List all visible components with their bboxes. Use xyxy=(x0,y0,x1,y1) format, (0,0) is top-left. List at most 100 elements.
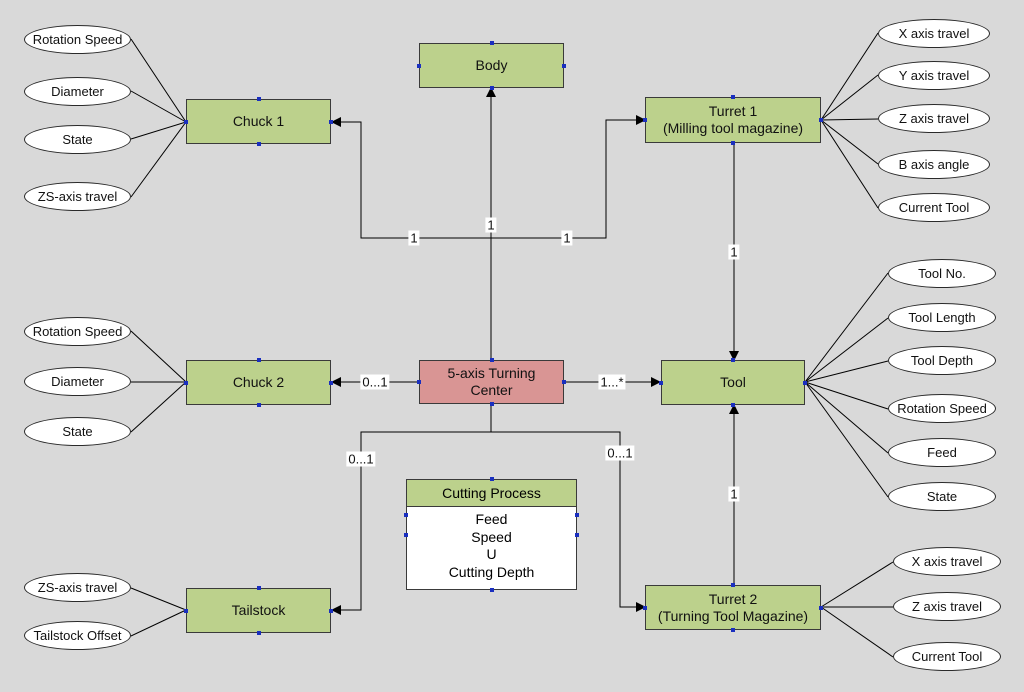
attr-tailstock-zs-axis-travel[interactable]: ZS-axis travel xyxy=(24,573,131,602)
attr-turret1-b-axis-angle[interactable]: B axis angle xyxy=(878,150,990,179)
connection-handle xyxy=(489,358,494,362)
multiplicity-body: 1 xyxy=(485,217,497,233)
connection-handle xyxy=(404,513,408,517)
connection-handle xyxy=(562,380,566,384)
attr-link xyxy=(130,121,187,140)
link-center-turret1 xyxy=(491,115,646,239)
attr-turret1-z-axis-travel[interactable]: Z axis travel xyxy=(878,104,990,133)
cutting-process-attr: Speed xyxy=(471,528,512,545)
connection-handle xyxy=(659,380,663,385)
attr-turret2-current-tool[interactable]: Current Tool xyxy=(893,642,1001,671)
entity-turret-2-label-line1: Turret 2 xyxy=(708,590,758,607)
entity-turret-1-label-line1: Turret 1 xyxy=(708,103,758,119)
entity-turret-1-label-line2: (Milling tool magazine) xyxy=(662,120,804,136)
connection-handle xyxy=(731,358,735,362)
connection-handle xyxy=(489,477,494,481)
entity-chuck-2-label: Chuck 2 xyxy=(232,374,285,390)
attr-tool-feed[interactable]: Feed xyxy=(888,438,996,467)
attr-tool-depth[interactable]: Tool Depth xyxy=(888,346,996,375)
multiplicity-turret2: 0...1 xyxy=(605,445,635,461)
connection-handle xyxy=(329,380,333,385)
attr-chuck2-state[interactable]: State xyxy=(24,417,131,446)
attr-link xyxy=(804,381,889,454)
cutting-process-attr: Cutting Depth xyxy=(448,563,535,580)
attr-chuck1-rotation-speed[interactable]: Rotation Speed xyxy=(24,25,131,54)
connection-handle xyxy=(256,586,261,590)
entity-turning-center[interactable]: 5-axis Turning Center xyxy=(419,360,564,404)
multiplicity-tailstock: 0...1 xyxy=(346,451,376,467)
multiplicity-chuck1: 1 xyxy=(408,230,420,246)
attr-chuck1-zs-axis-travel[interactable]: ZS-axis travel xyxy=(24,182,131,211)
entity-tool[interactable]: Tool xyxy=(661,360,805,405)
attr-link xyxy=(820,32,879,121)
cutting-process-class[interactable]: Cutting Process Feed Speed U Cutting Dep… xyxy=(406,479,577,590)
connection-handle xyxy=(489,41,494,45)
attr-chuck1-state[interactable]: State xyxy=(24,125,131,154)
attr-link xyxy=(130,121,187,198)
connection-handle xyxy=(731,583,735,587)
connection-handle xyxy=(184,119,188,124)
entity-turret-2[interactable]: Turret 2 (Turning Tool Magazine) xyxy=(645,585,821,630)
entity-turning-center-label-line1: 5-axis Turning xyxy=(447,365,536,381)
connection-handle xyxy=(417,380,421,384)
attr-turret1-current-tool[interactable]: Current Tool xyxy=(878,193,990,222)
entity-tailstock[interactable]: Tailstock xyxy=(186,588,331,633)
attr-link xyxy=(804,381,889,498)
multiplicity-tool: 1...* xyxy=(598,374,626,390)
attr-link xyxy=(804,360,889,383)
connection-handle xyxy=(575,532,579,537)
entity-turning-center-label-line2: Center xyxy=(470,382,513,398)
attr-link xyxy=(130,587,187,611)
attr-turret2-x-axis-travel[interactable]: X axis travel xyxy=(893,547,1001,576)
attr-tool-length[interactable]: Tool Length xyxy=(888,303,996,332)
connection-handle xyxy=(329,119,333,124)
connection-handle xyxy=(643,605,647,610)
multiplicity-turret2-tool: 1 xyxy=(728,486,740,502)
entity-turret-1[interactable]: Turret 1 (Milling tool magazine) xyxy=(645,97,821,143)
attr-link xyxy=(130,609,187,637)
multiplicity-chuck2: 0...1 xyxy=(360,374,390,390)
attr-link xyxy=(820,606,894,658)
attr-chuck1-diameter[interactable]: Diameter xyxy=(24,77,131,106)
attr-link xyxy=(804,381,889,410)
cutting-process-attributes: Feed Speed U Cutting Depth xyxy=(407,507,576,581)
attr-tool-state[interactable]: State xyxy=(888,482,996,511)
attr-tool-no[interactable]: Tool No. xyxy=(888,259,996,288)
connection-handle xyxy=(256,142,261,146)
connection-handle xyxy=(256,403,261,407)
attr-link xyxy=(820,119,879,165)
attr-turret2-z-axis-travel[interactable]: Z axis travel xyxy=(893,592,1001,621)
connection-handle xyxy=(184,608,188,613)
attr-link xyxy=(130,381,187,433)
attr-link xyxy=(130,90,187,123)
connection-handle xyxy=(256,358,261,362)
cutting-process-attr: Feed xyxy=(475,511,508,527)
attr-turret1-y-axis-travel[interactable]: Y axis travel xyxy=(878,61,990,90)
attr-link xyxy=(804,272,889,383)
connection-handle xyxy=(417,63,421,68)
entity-chuck-1-label: Chuck 1 xyxy=(232,113,285,129)
entity-turret-2-label-line2: (Turning Tool Magazine) xyxy=(657,607,809,624)
attr-chuck2-rotation-speed[interactable]: Rotation Speed xyxy=(24,317,131,346)
multiplicity-turret1-tool: 1 xyxy=(728,244,740,260)
connection-handle xyxy=(329,608,333,613)
connection-handle xyxy=(731,403,735,407)
attr-turret1-x-axis-travel[interactable]: X axis travel xyxy=(878,19,990,48)
connection-handle xyxy=(184,380,188,385)
attr-link xyxy=(130,330,187,383)
connection-handle xyxy=(575,513,579,517)
multiplicity-turret1: 1 xyxy=(561,230,573,246)
connection-handle xyxy=(731,628,735,632)
connection-handle xyxy=(643,118,647,122)
attr-link xyxy=(820,74,879,121)
entity-body[interactable]: Body xyxy=(419,43,564,88)
entity-tool-label: Tool xyxy=(720,374,746,390)
attr-tool-rotation-speed[interactable]: Rotation Speed xyxy=(888,394,996,423)
entity-chuck-2[interactable]: Chuck 2 xyxy=(186,360,331,405)
entity-chuck-1[interactable]: Chuck 1 xyxy=(186,99,331,144)
attr-link xyxy=(820,561,894,608)
cutting-process-attr: U xyxy=(486,546,497,562)
attr-tailstock-offset[interactable]: Tailstock Offset xyxy=(24,621,131,650)
attr-chuck2-diameter[interactable]: Diameter xyxy=(24,367,131,396)
